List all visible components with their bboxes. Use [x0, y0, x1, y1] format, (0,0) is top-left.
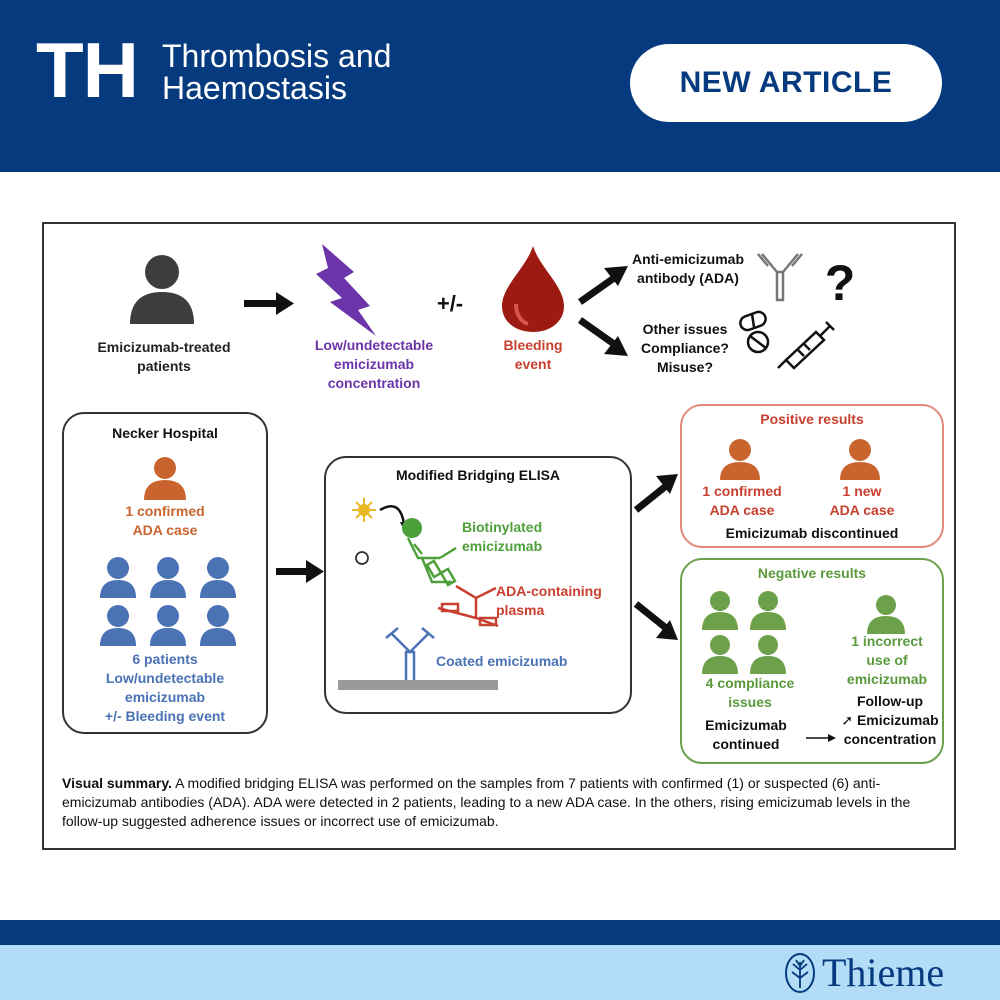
- necker-hospital-box: Necker Hospital 1 confirmed ADA case 6 p…: [62, 412, 268, 734]
- lightning-icon: [316, 244, 376, 336]
- person-icon: [840, 439, 880, 480]
- continued-label: Emicizumab continued: [705, 717, 787, 752]
- negative-results-box: Negative results 4 compliance issues 1 i…: [680, 558, 944, 764]
- treated-patients-label: Emicizumab-treated patients: [97, 339, 231, 374]
- person-icon: [720, 439, 760, 480]
- compliance-issues-label: 4 compliance issues: [705, 675, 795, 710]
- antibody-icon: [757, 253, 803, 302]
- summary-lead: Visual summary.: [62, 775, 172, 791]
- other-issues-label: Other issues Compliance? Misuse?: [641, 321, 729, 375]
- elisa-diagram: [338, 498, 499, 690]
- new-ada-label: 1 new ADA case: [829, 483, 895, 518]
- summary-text: A modified bridging ELISA was performed …: [62, 775, 911, 829]
- low-concentration-label: Low/undetectable emicizumab concentratio…: [314, 337, 434, 391]
- tree-icon: [785, 953, 815, 993]
- coated-label: Coated emicizumab: [436, 653, 568, 669]
- ada-plasma-label: ADA-containing plasma: [496, 583, 602, 618]
- bleeding-event-label: Bleeding event: [503, 337, 563, 372]
- negative-title: Negative results: [757, 565, 867, 581]
- arrow-icon: [633, 601, 678, 640]
- pills-icon: [739, 310, 770, 354]
- person-group-icon: [702, 591, 786, 674]
- rising-arrow-icon: ➚: [841, 712, 854, 728]
- arrow-icon: [276, 560, 324, 583]
- person-icon: [867, 595, 905, 634]
- footer-bar: [0, 920, 1000, 945]
- arrow-icon: [244, 292, 294, 315]
- signal-star-icon: [352, 498, 376, 522]
- person-icon: [144, 457, 186, 500]
- arrow-icon: [577, 317, 628, 356]
- arrow-icon: [633, 474, 678, 513]
- arrow-icon: [806, 734, 836, 742]
- followup-label: Follow-up ➚ Emicizumab concentration: [841, 693, 939, 747]
- bridging-elisa-box: Modified Bridging ELISA: [324, 456, 632, 714]
- person-group-icon: [100, 557, 236, 646]
- necker-title: Necker Hospital: [112, 425, 218, 441]
- ada-label: Anti-emicizumab antibody (ADA): [631, 251, 744, 286]
- positive-results-box: Positive results 1 confirmed ADA case 1 …: [680, 404, 944, 548]
- footer-publisher-bar: [0, 945, 1000, 1000]
- positive-confirmed-label: 1 confirmed ADA case: [702, 483, 782, 518]
- positive-title: Positive results: [760, 411, 864, 427]
- journal-name-line2: Haemostasis: [162, 70, 347, 106]
- header-banner: TH Thrombosis and Haemostasis NEW ARTICL…: [0, 0, 1000, 172]
- biotinylated-label: Biotinylated emicizumab: [462, 519, 543, 554]
- question-mark: ?: [824, 255, 856, 311]
- confirmed-ada-label: 1 confirmed ADA case: [125, 503, 205, 538]
- arrow-icon: [577, 266, 628, 305]
- journal-logo-abbr: TH: [36, 26, 139, 114]
- visual-summary-figure: Emicizumab-treated patients Low/undetect…: [42, 222, 956, 850]
- syringe-icon: [777, 321, 835, 370]
- publisher-logo: Thieme: [822, 950, 945, 995]
- person-icon: [130, 255, 194, 324]
- discontinued-label: Emicizumab discontinued: [725, 525, 899, 541]
- six-patients-label: 6 patients Low/undetectable emicizumab +…: [104, 651, 226, 724]
- incorrect-use-label: 1 incorrect use of emicizumab: [846, 633, 928, 687]
- new-article-badge: NEW ARTICLE: [630, 44, 942, 122]
- journal-name-line1: Thrombosis and: [162, 38, 392, 74]
- blood-drop-icon: [502, 246, 564, 332]
- plus-minus-sign: +/-: [436, 291, 464, 316]
- journal-name: Thrombosis and Haemostasis: [162, 40, 391, 104]
- visual-summary-caption: Visual summary. A modified bridging ELIS…: [62, 774, 942, 831]
- elisa-title: Modified Bridging ELISA: [395, 467, 561, 483]
